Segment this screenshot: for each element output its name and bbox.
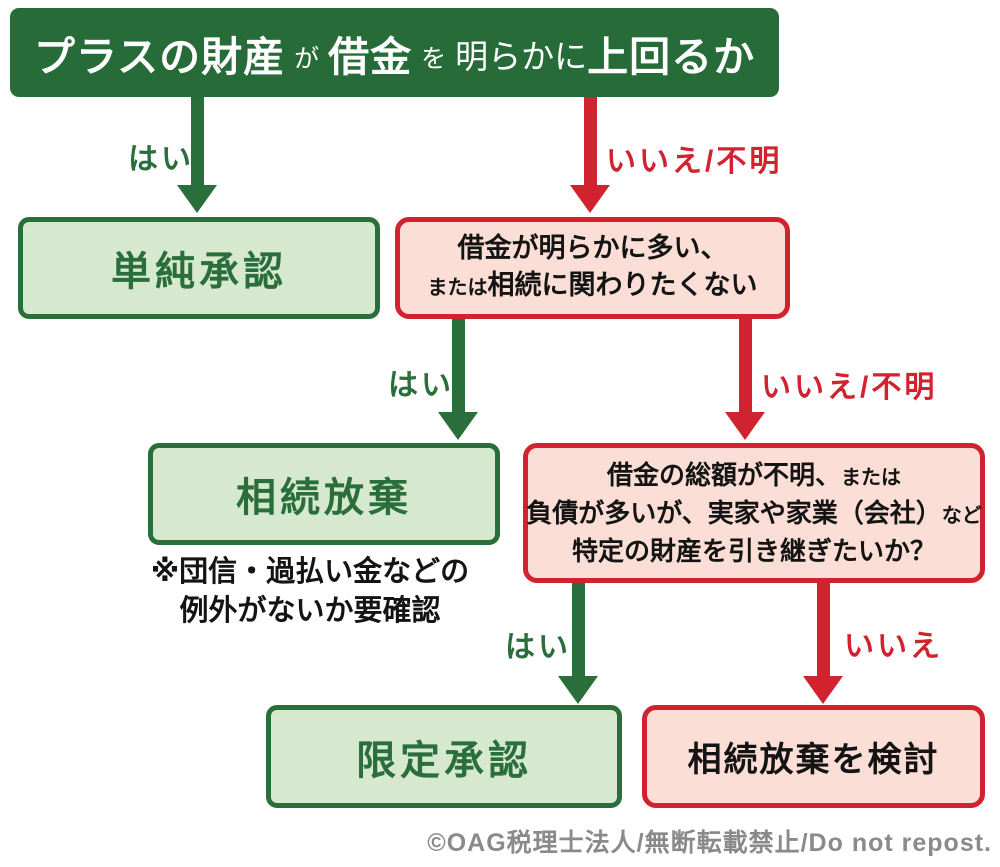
root-question-particle-wo: を xyxy=(421,44,447,73)
root-question-segment-clearly: 明らかに xyxy=(455,37,588,75)
edge-label-yes-3: はい xyxy=(505,631,571,664)
debt-question-line2-prefix: または xyxy=(427,276,488,299)
debt-question-box: 借金が明らかに多い、 または相続に関わりたくない xyxy=(395,217,790,319)
root-question-box: プラスの財産 が 借金 を 明らかに 上回るか xyxy=(10,8,779,97)
arrow-yes-2-shaft xyxy=(451,319,465,412)
arrow-yes-3-shaft xyxy=(571,583,585,676)
renounce-box: 相続放棄 xyxy=(148,443,500,545)
limited-acceptance-box: 限定承認 xyxy=(266,705,622,808)
simple-acceptance-box: 単純承認 xyxy=(18,217,380,319)
simple-acceptance-label: 単純承認 xyxy=(111,250,287,294)
arrow-no-1-head xyxy=(570,185,610,213)
arrow-yes-2 xyxy=(438,319,478,440)
edge-label-yes-1: はい xyxy=(128,143,194,176)
arrow-no-3 xyxy=(803,583,843,704)
consider-renounce-box: 相続放棄を検討 xyxy=(642,705,985,808)
arrow-yes-1-shaft xyxy=(190,97,204,185)
root-question-segment-debt: 借金 xyxy=(328,33,413,80)
root-question-particle-ga: が xyxy=(294,44,320,73)
arrow-no-2-head xyxy=(725,412,765,440)
renounce-note: ※団信・過払い金などの 例外がないか要確認 xyxy=(130,553,490,631)
copyright-notice: ©OAG税理士法人/無断転載禁止/Do not repost. xyxy=(427,829,992,857)
arrow-yes-3-head xyxy=(558,676,598,704)
arrow-no-2 xyxy=(725,319,765,440)
total-debt-question-line1: 借金の総額が不明、または xyxy=(607,458,901,496)
edge-label-no-3: いいえ xyxy=(844,630,943,663)
limited-acceptance-label: 限定承認 xyxy=(356,738,532,783)
arrow-yes-1-head xyxy=(177,185,217,213)
total-debt-question-line2-main: 負債が多いが、実家や家業（会社） xyxy=(526,497,942,528)
arrow-yes-3 xyxy=(558,583,598,704)
debt-question-line2: または相続に関わりたくない xyxy=(428,267,758,307)
debt-question-line2-main: 相続に関わりたくない xyxy=(487,269,758,300)
arrow-no-1-shaft xyxy=(583,97,597,185)
edge-label-no-2: いいえ/不明 xyxy=(761,371,938,404)
consider-renounce-label: 相続放棄を検討 xyxy=(687,741,940,779)
renounce-label: 相続放棄 xyxy=(236,476,412,520)
edge-label-yes-2: はい xyxy=(388,369,454,402)
renounce-note-line2: 例外がないか要確認 xyxy=(179,595,441,627)
renounce-note-line1: ※団信・過払い金などの xyxy=(150,556,470,588)
arrow-no-3-shaft xyxy=(816,583,830,676)
total-debt-question-line2: 負債が多いが、実家や家業（会社）など xyxy=(526,496,981,534)
root-question-segment-exceed: 上回るか xyxy=(587,33,756,80)
debt-question-line1: 借金が明らかに多い、 xyxy=(457,232,728,263)
arrow-no-2-shaft xyxy=(738,319,752,412)
arrow-no-3-head xyxy=(803,676,843,704)
total-debt-question-box: 借金の総額が不明、または 負債が多いが、実家や家業（会社）など 特定の財産を引き… xyxy=(523,443,985,583)
total-debt-question-line3: 特定の財産を引き継ぎたいか？ xyxy=(571,535,936,566)
arrow-yes-1 xyxy=(177,97,217,213)
total-debt-question-line2-suffix: など xyxy=(941,504,982,527)
edge-label-no-1: いいえ/不明 xyxy=(606,145,783,178)
arrow-no-1 xyxy=(570,97,610,213)
total-debt-question-line1-suffix: または xyxy=(841,466,901,489)
root-question-segment-assets: プラスの財産 xyxy=(33,33,286,80)
total-debt-question-line1-main: 借金の総額が不明、 xyxy=(606,459,841,490)
arrow-yes-2-head xyxy=(438,412,478,440)
